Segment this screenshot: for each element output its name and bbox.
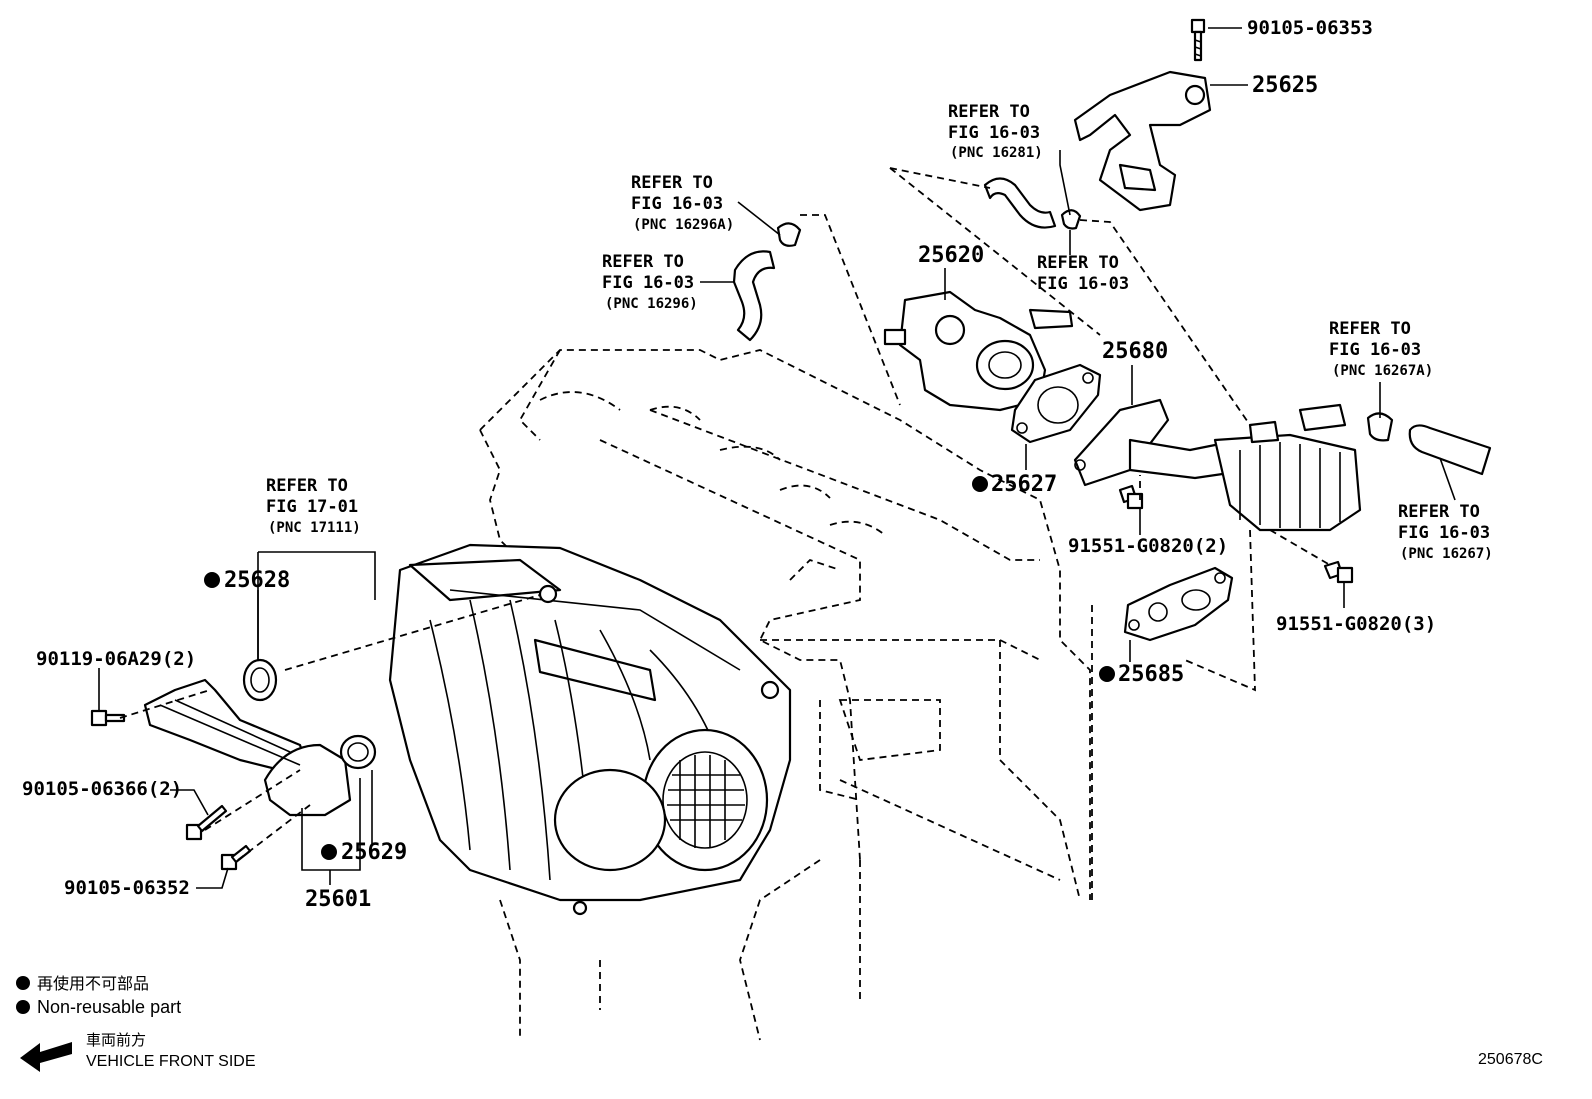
label-25629: 25629 [341, 840, 407, 865]
legend-non-reusable-en: Non-reusable part [37, 997, 181, 1017]
label-90105-06366: 90105-06366(2) [22, 778, 182, 800]
o-ring-25628 [242, 658, 278, 702]
assembly-lines [119, 167, 1331, 900]
intake-manifold [388, 543, 792, 916]
legend-non-reusable-jp: 再使用不可部品 [37, 975, 149, 993]
reference-labels: REFER TO FIG 16-03 (PNC 16281) REFER TO … [266, 102, 1493, 562]
leader-lines [98, 27, 1456, 889]
svg-text:FIG 16-03: FIG 16-03 [1398, 523, 1490, 543]
hose-16281 [983, 177, 1057, 229]
bolt-90119-06a29 [90, 709, 126, 727]
gasket-25629 [339, 734, 377, 770]
label-25625: 25625 [1252, 73, 1318, 98]
non-reusable-dot [321, 844, 337, 860]
label-90119-06a29: 90119-06A29(2) [36, 648, 196, 670]
label-90105-06353: 90105-06353 [1247, 17, 1373, 39]
legend-bullet-icon [16, 976, 30, 990]
bolt-90105-06366 [185, 804, 228, 841]
svg-text:(PNC 16296): (PNC 16296) [605, 296, 698, 312]
front-arrow-icon [20, 1042, 72, 1072]
svg-text:FIG 17-01: FIG 17-01 [266, 497, 358, 517]
part-labels: 90105-06353 25625 25620 25680 25627 9155… [22, 17, 1436, 912]
svg-text:REFER TO: REFER TO [266, 476, 348, 496]
svg-text:FIG 16-03: FIG 16-03 [602, 273, 694, 293]
label-25680: 25680 [1102, 339, 1168, 364]
ref-pnc-16281: REFER TO FIG 16-03 (PNC 16281) [948, 102, 1043, 161]
gasket-25685 [1123, 566, 1234, 642]
svg-text:(PNC 16281): (PNC 16281) [950, 145, 1043, 161]
hose-16296 [732, 250, 776, 342]
ref-pnc-16296: REFER TO FIG 16-03 (PNC 16296) [602, 252, 698, 312]
figure-code: 250678C [1478, 1051, 1543, 1068]
gasket-25627 [1010, 363, 1102, 444]
non-reusable-dot [972, 476, 988, 492]
label-91551-g0820-3: 91551-G0820(3) [1276, 613, 1436, 635]
ref-pnc-17111: REFER TO FIG 17-01 (PNC 17111) [266, 476, 361, 536]
svg-text:REFER TO: REFER TO [602, 252, 684, 272]
vehicle-front-jp: 車両前方 [86, 1032, 146, 1049]
label-91551-g0820-2: 91551-G0820(2) [1068, 535, 1228, 557]
vehicle-front-en: VEHICLE FRONT SIDE [86, 1053, 256, 1070]
clamp-16296a [776, 222, 802, 247]
bolt-91551-g0820-3 [1323, 560, 1354, 584]
engine-block-outline [479, 349, 1091, 1041]
svg-text:REFER TO: REFER TO [948, 102, 1030, 122]
label-90105-06352: 90105-06352 [64, 877, 190, 899]
egr-cooler [1213, 403, 1362, 532]
bolt-90105-06353 [1190, 18, 1206, 62]
label-25628: 25628 [224, 568, 290, 593]
svg-text:(PNC 17111): (PNC 17111) [268, 520, 361, 536]
svg-text:(PNC 16296A): (PNC 16296A) [633, 217, 734, 233]
svg-text:FIG 16-03: FIG 16-03 [948, 123, 1040, 143]
non-reusable-dot [1099, 666, 1115, 682]
non-reusable-dot [204, 572, 220, 588]
svg-text:FIG 16-03: FIG 16-03 [1329, 340, 1421, 360]
clamp-16-03 [1060, 209, 1082, 230]
bracket-25625 [1073, 70, 1212, 212]
svg-text:FIG 16-03: FIG 16-03 [631, 194, 723, 214]
ref-fig-16-03: REFER TO FIG 16-03 [1037, 253, 1129, 294]
svg-text:(PNC 16267): (PNC 16267) [1400, 546, 1493, 562]
label-25601: 25601 [305, 887, 371, 912]
svg-text:FIG 16-03: FIG 16-03 [1037, 274, 1129, 294]
ref-pnc-16267: REFER TO FIG 16-03 (PNC 16267) [1398, 502, 1493, 562]
ref-pnc-16267a: REFER TO FIG 16-03 (PNC 16267A) [1329, 319, 1433, 379]
bolt-90105-06352 [220, 844, 252, 871]
hose-16267 [1408, 424, 1492, 476]
ref-pnc-16296a: REFER TO FIG 16-03 (PNC 16296A) [631, 173, 734, 233]
label-25627: 25627 [991, 472, 1057, 497]
svg-text:REFER TO: REFER TO [631, 173, 713, 193]
svg-text:REFER TO: REFER TO [1329, 319, 1411, 339]
clamp-16267a [1366, 412, 1394, 442]
label-25685: 25685 [1118, 662, 1184, 687]
svg-text:REFER TO: REFER TO [1398, 502, 1480, 522]
legend-bullet-icon [16, 1000, 30, 1014]
legend: 再使用不可部品 Non-reusable part 車両前方 VEHICLE F… [16, 975, 256, 1072]
sensor-25601 [143, 678, 352, 817]
label-25620: 25620 [918, 243, 984, 268]
svg-text:REFER TO: REFER TO [1037, 253, 1119, 273]
svg-text:(PNC 16267A): (PNC 16267A) [1332, 363, 1433, 379]
bolt-91551-g0820-2 [1118, 484, 1144, 510]
